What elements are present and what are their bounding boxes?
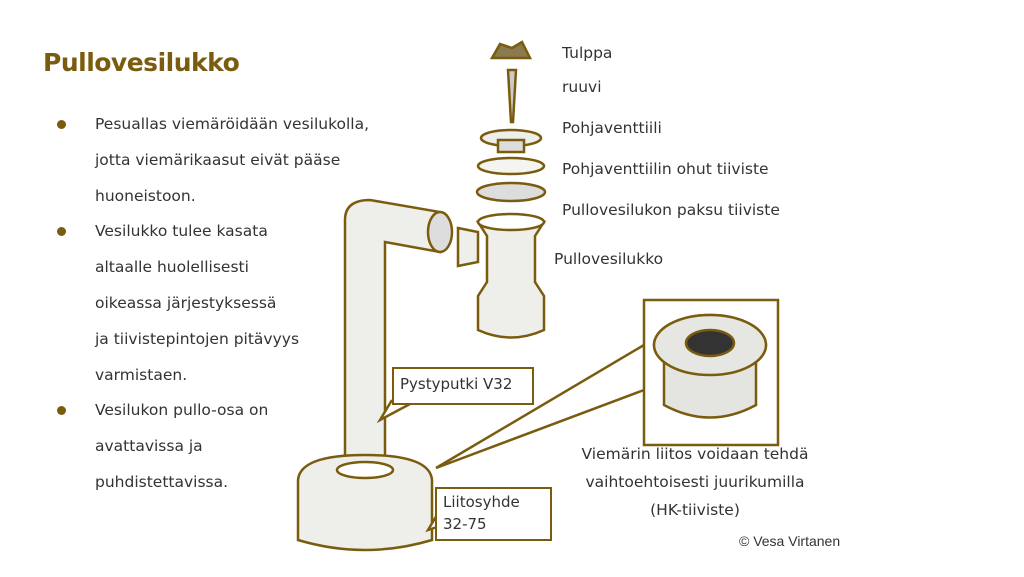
pipe-part (343, 198, 442, 472)
bullet-text: huoneistoon. (95, 187, 196, 205)
part-label-thick-seal: Pullovesilukon paksu tiiviste (562, 201, 780, 219)
part-label-bottle-trap: Pullovesilukko (554, 250, 664, 268)
bullet-text: Pesuallas viemäröidään vesilukolla, (95, 115, 370, 133)
callout-joint: Liitosyhde 32-75 (435, 487, 552, 541)
callout-pipe: Pystyputki V32 (392, 367, 534, 405)
caption-line: vaihtoehtoisesti juurikumilla (585, 473, 805, 491)
bullet-text: varmistaen. (95, 366, 188, 384)
callout-joint-size: 32-75 (443, 515, 487, 533)
bullet-text: oikeassa järjestyksessä (95, 294, 277, 312)
thin-seal-part (476, 156, 546, 176)
bullet-icon (57, 406, 66, 415)
bullet-text: ja tiivistepintojen pitävyys (95, 330, 300, 348)
slide-title: Pullovesilukko (43, 48, 240, 77)
hk-caption: Viemärin liitos voidaan tehdä vaihtoehto… (545, 440, 845, 524)
part-label-plug: Tulppa (562, 44, 613, 62)
part-label-screw: ruuvi (562, 78, 602, 96)
bullet-icon (57, 227, 66, 236)
callout-pipe-text: Pystyputki V32 (400, 375, 513, 393)
caption-line: (HK-tiiviste) (650, 501, 740, 519)
bullet-text: jotta viemärikaasut eivät pääse (95, 151, 341, 169)
copyright: © Vesa Virtanen (739, 533, 841, 549)
bullet-text: avattavissa ja (95, 437, 203, 455)
callout-joint-text: Liitosyhde (443, 493, 520, 511)
screw-part (506, 68, 518, 124)
bullet-text: Vesilukon pullo-osa on (95, 401, 269, 419)
part-label-thin-seal: Pohjaventtiilin ohut tiiviste (562, 160, 769, 178)
bullet-icon (57, 120, 66, 129)
bullet-text: altaalle huolellisesti (95, 258, 249, 276)
bullet-text: Vesilukko tulee kasata (95, 222, 268, 240)
bullet-text: puhdistettavissa. (95, 473, 229, 491)
thick-seal-part (475, 181, 547, 203)
caption-line: Viemärin liitos voidaan tehdä (581, 445, 809, 463)
part-label-valve: Pohjaventtiili (562, 119, 662, 137)
plug-part (489, 40, 533, 60)
connector-part (296, 453, 434, 552)
bottle-trap-part (475, 220, 547, 339)
